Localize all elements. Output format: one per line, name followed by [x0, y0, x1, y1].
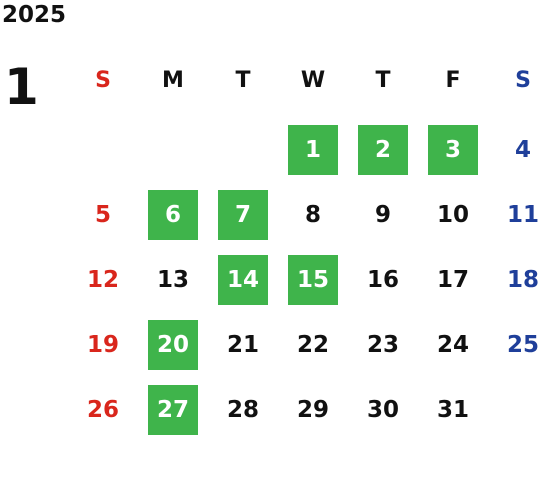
- day-cell: 21: [226, 332, 259, 358]
- day-cell: 13: [156, 267, 189, 293]
- day-cell: 9: [374, 202, 391, 228]
- month-number: 1: [4, 58, 39, 116]
- day-cell: 24: [436, 332, 469, 358]
- day-cell: 4: [514, 137, 531, 163]
- weekday-header: W: [300, 67, 326, 93]
- highlighted-day: 3: [428, 125, 478, 175]
- day-cell: 26: [86, 397, 119, 423]
- highlighted-day: 1: [288, 125, 338, 175]
- day-cell: 11: [506, 202, 539, 228]
- year-label: 2025: [2, 2, 67, 28]
- weekday-header: F: [445, 67, 461, 93]
- highlighted-day: 27: [148, 385, 198, 435]
- weekday-header: M: [162, 67, 184, 93]
- highlighted-day: 7: [218, 190, 268, 240]
- day-cell: 22: [296, 332, 329, 358]
- highlighted-day: 6: [148, 190, 198, 240]
- day-cell: 19: [86, 332, 119, 358]
- day-cell: 12: [86, 267, 119, 293]
- weekday-header: S: [95, 67, 111, 93]
- highlighted-day: 20: [148, 320, 198, 370]
- highlighted-day: 2: [358, 125, 408, 175]
- day-cell: 18: [506, 267, 539, 293]
- weekday-header: T: [375, 67, 391, 93]
- day-cell: 31: [436, 397, 469, 423]
- highlighted-day: 15: [288, 255, 338, 305]
- day-cell: 25: [506, 332, 539, 358]
- day-cell: 5: [94, 202, 111, 228]
- day-cell: 10: [436, 202, 469, 228]
- weekday-header: T: [235, 67, 251, 93]
- day-cell: 30: [366, 397, 399, 423]
- highlighted-day: 14: [218, 255, 268, 305]
- day-cell: 16: [366, 267, 399, 293]
- day-cell: 29: [296, 397, 329, 423]
- day-cell: 23: [366, 332, 399, 358]
- day-cell: 17: [436, 267, 469, 293]
- day-cell: 28: [226, 397, 259, 423]
- weekday-header: S: [515, 67, 531, 93]
- day-cell: 8: [304, 202, 321, 228]
